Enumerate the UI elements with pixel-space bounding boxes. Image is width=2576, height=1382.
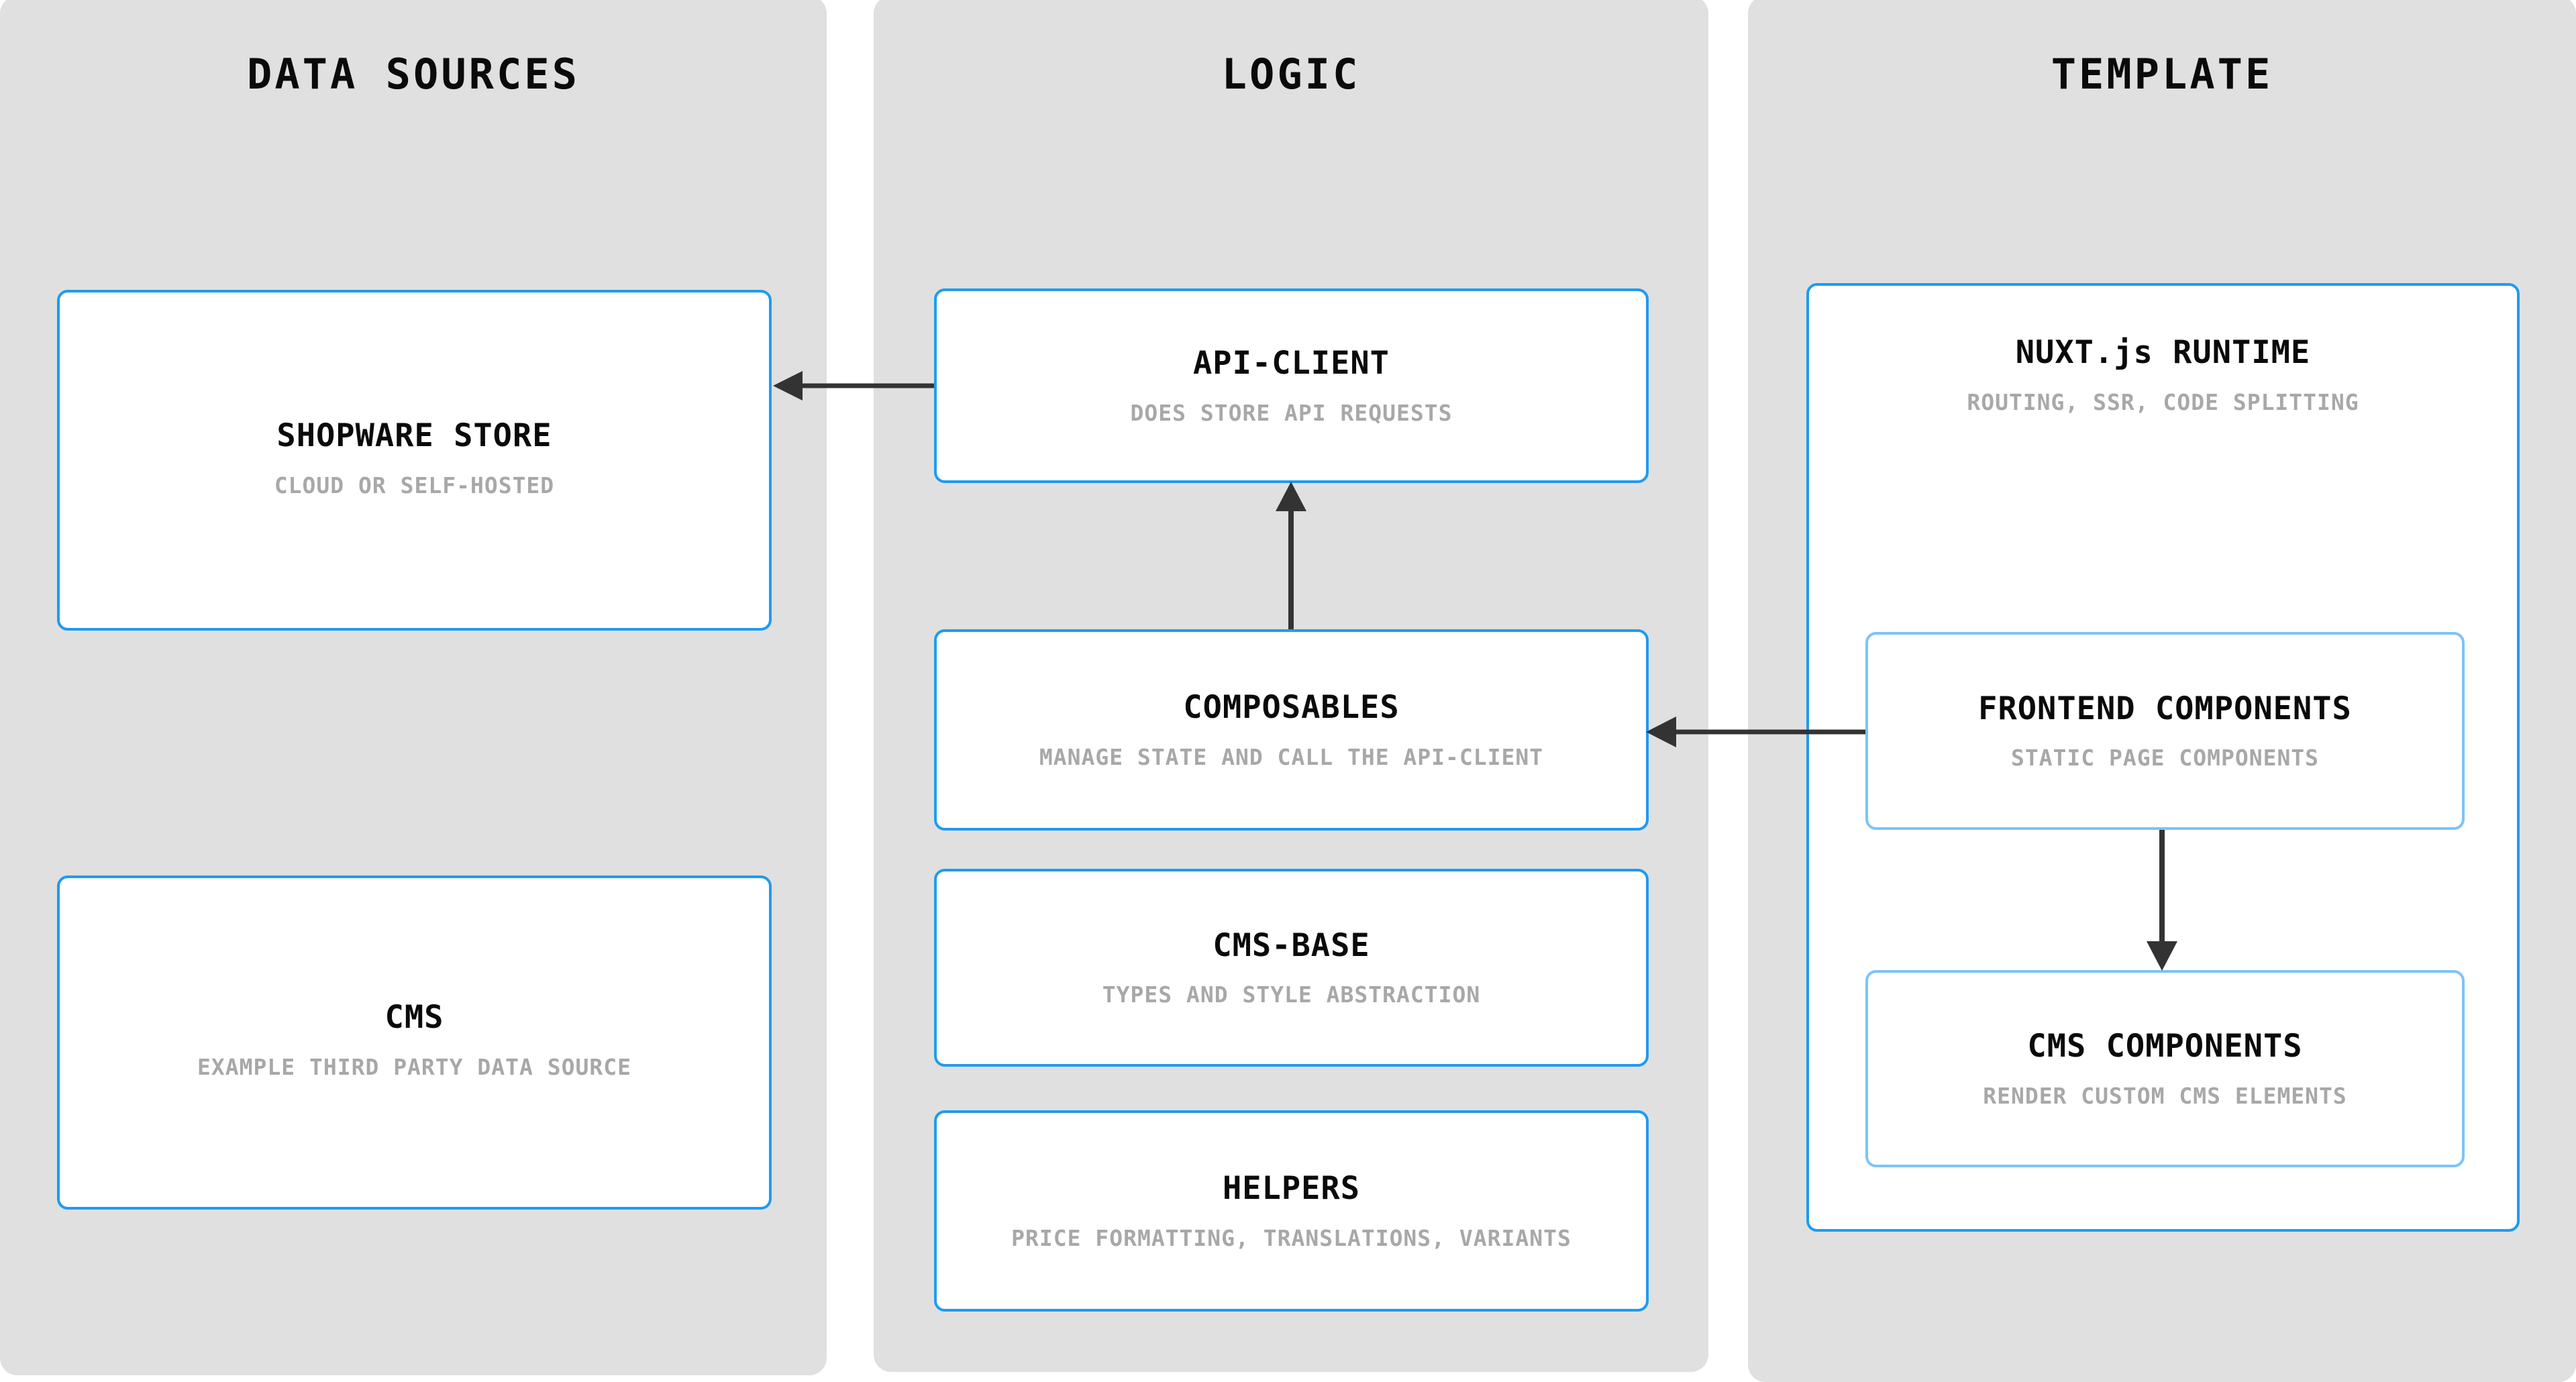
node-title-cms-base: CMS-BASE xyxy=(1213,926,1370,964)
node-subtitle-cms: EXAMPLE THIRD PARTY DATA SOURCE xyxy=(197,1053,631,1080)
node-title-frontend-components: FRONTEND COMPONENTS xyxy=(1978,690,2352,727)
node-subtitle-api-client: DOES STORE API REQUESTS xyxy=(1130,399,1453,426)
node-subtitle-composables: MANAGE STATE AND CALL THE API-CLIENT xyxy=(1039,743,1544,770)
node-title-cms: CMS xyxy=(384,999,444,1036)
node-subtitle-frontend-components: STATIC PAGE COMPONENTS xyxy=(2010,745,2320,772)
node-title-shopware-store: SHOPWARE STORE xyxy=(276,417,552,454)
node-cms-components[interactable]: CMS COMPONENTS RENDER CUSTOM CMS ELEMENT… xyxy=(1865,970,2465,1167)
node-subtitle-cms-components: RENDER CUSTOM CMS ELEMENTS xyxy=(1983,1082,2347,1109)
node-title-nuxt-runtime: NUXT.js RUNTIME xyxy=(2015,334,2311,371)
node-title-helpers: HELPERS xyxy=(1222,1170,1361,1207)
column-title-template: TEMPLATE xyxy=(2051,50,2273,99)
node-subtitle-nuxt-runtime: ROUTING, SSR, CODE SPLITTING xyxy=(1967,388,2359,415)
column-title-data-sources: DATA SOURCES xyxy=(247,50,580,99)
node-title-cms-components: CMS COMPONENTS xyxy=(2027,1028,2303,1065)
node-frontend-components[interactable]: FRONTEND COMPONENTS STATIC PAGE COMPONEN… xyxy=(1865,632,2465,830)
column-title-logic: LOGIC xyxy=(1221,50,1361,99)
node-helpers[interactable]: HELPERS PRICE FORMATTING, TRANSLATIONS, … xyxy=(934,1110,1649,1312)
node-api-client[interactable]: API-CLIENT DOES STORE API REQUESTS xyxy=(934,288,1649,483)
node-cms-base[interactable]: CMS-BASE TYPES AND STYLE ABSTRACTION xyxy=(934,869,1649,1067)
node-title-composables: COMPOSABLES xyxy=(1183,689,1400,726)
node-shopware-store[interactable]: SHOPWARE STORE CLOUD OR SELF-HOSTED xyxy=(57,290,772,631)
node-subtitle-shopware-store: CLOUD OR SELF-HOSTED xyxy=(274,472,555,498)
node-cms[interactable]: CMS EXAMPLE THIRD PARTY DATA SOURCE xyxy=(57,875,772,1210)
node-title-api-client: API-CLIENT xyxy=(1193,345,1390,382)
node-subtitle-helpers: PRICE FORMATTING, TRANSLATIONS, VARIANTS xyxy=(1011,1224,1572,1251)
node-subtitle-cms-base: TYPES AND STYLE ABSTRACTION xyxy=(1102,981,1481,1008)
node-composables[interactable]: COMPOSABLES MANAGE STATE AND CALL THE AP… xyxy=(934,629,1649,831)
